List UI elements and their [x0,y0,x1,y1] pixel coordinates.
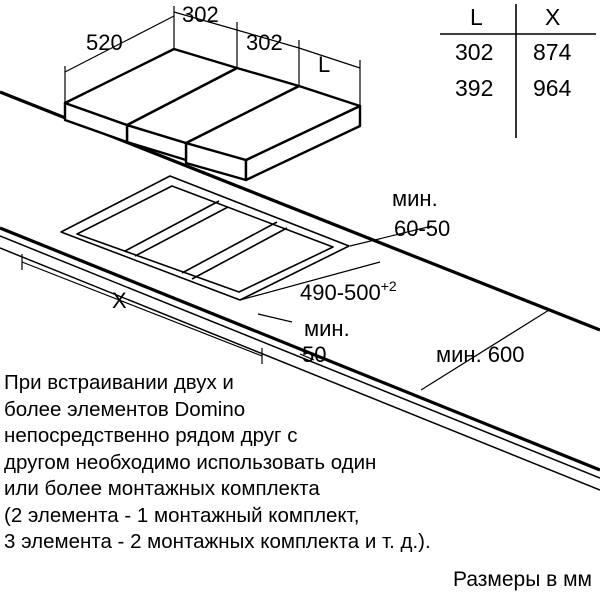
note-line: более элементов Domino [4,397,246,421]
units-note: Размеры в мм [453,568,592,591]
dim-depth-520: 520 [86,30,123,55]
note-line: 3 элемента - 2 монтажных комплекта и т. … [4,530,431,553]
dim-min-top-value: 60-50 [394,216,450,241]
note-line: (2 элемента - 1 монтажный комплект, [4,503,360,527]
dim-cutout-depth-tolerance: +2 [381,278,397,294]
dimension-table-grid [440,4,596,138]
dim-min-front-value: 50 [302,342,326,367]
module-dimension-lines [64,6,361,106]
dim-width-302b: 302 [246,30,283,55]
cutout-outline [60,175,350,301]
dim-width-l: L [318,52,330,77]
dim-min-top-label: мин. [392,186,438,211]
hob-modules [63,47,362,182]
dim-cutout-depth: 490-500+2 [300,278,397,305]
table-cell-x-1: 874 [533,39,572,65]
note-line: или более монтажных комплекта [4,477,320,500]
note-line: другом необходимо использовать один [4,450,377,474]
installation-note: При встраивании двух и более элементов D… [4,370,596,556]
note-line: непосредственно рядом друг с [4,424,298,447]
dim-cutout-depth-range: 490-500 [300,280,381,305]
dim-min-front-label: мин. [304,316,350,341]
countertop-inner-edges [0,235,600,491]
table-cell-l-1: 302 [455,39,493,65]
table-header-x: X [545,4,560,30]
cutout-dimension-lines [21,225,550,391]
dim-width-302a: 302 [182,2,219,27]
note-line: При встраивании двух и [4,371,234,394]
table-cell-l-2: 392 [455,75,493,101]
dim-cutout-width-x: X [112,288,127,313]
dim-min-wall: мин. 600 [436,342,525,367]
table-cell-x-2: 964 [533,75,572,101]
table-header-l: L [470,4,483,30]
